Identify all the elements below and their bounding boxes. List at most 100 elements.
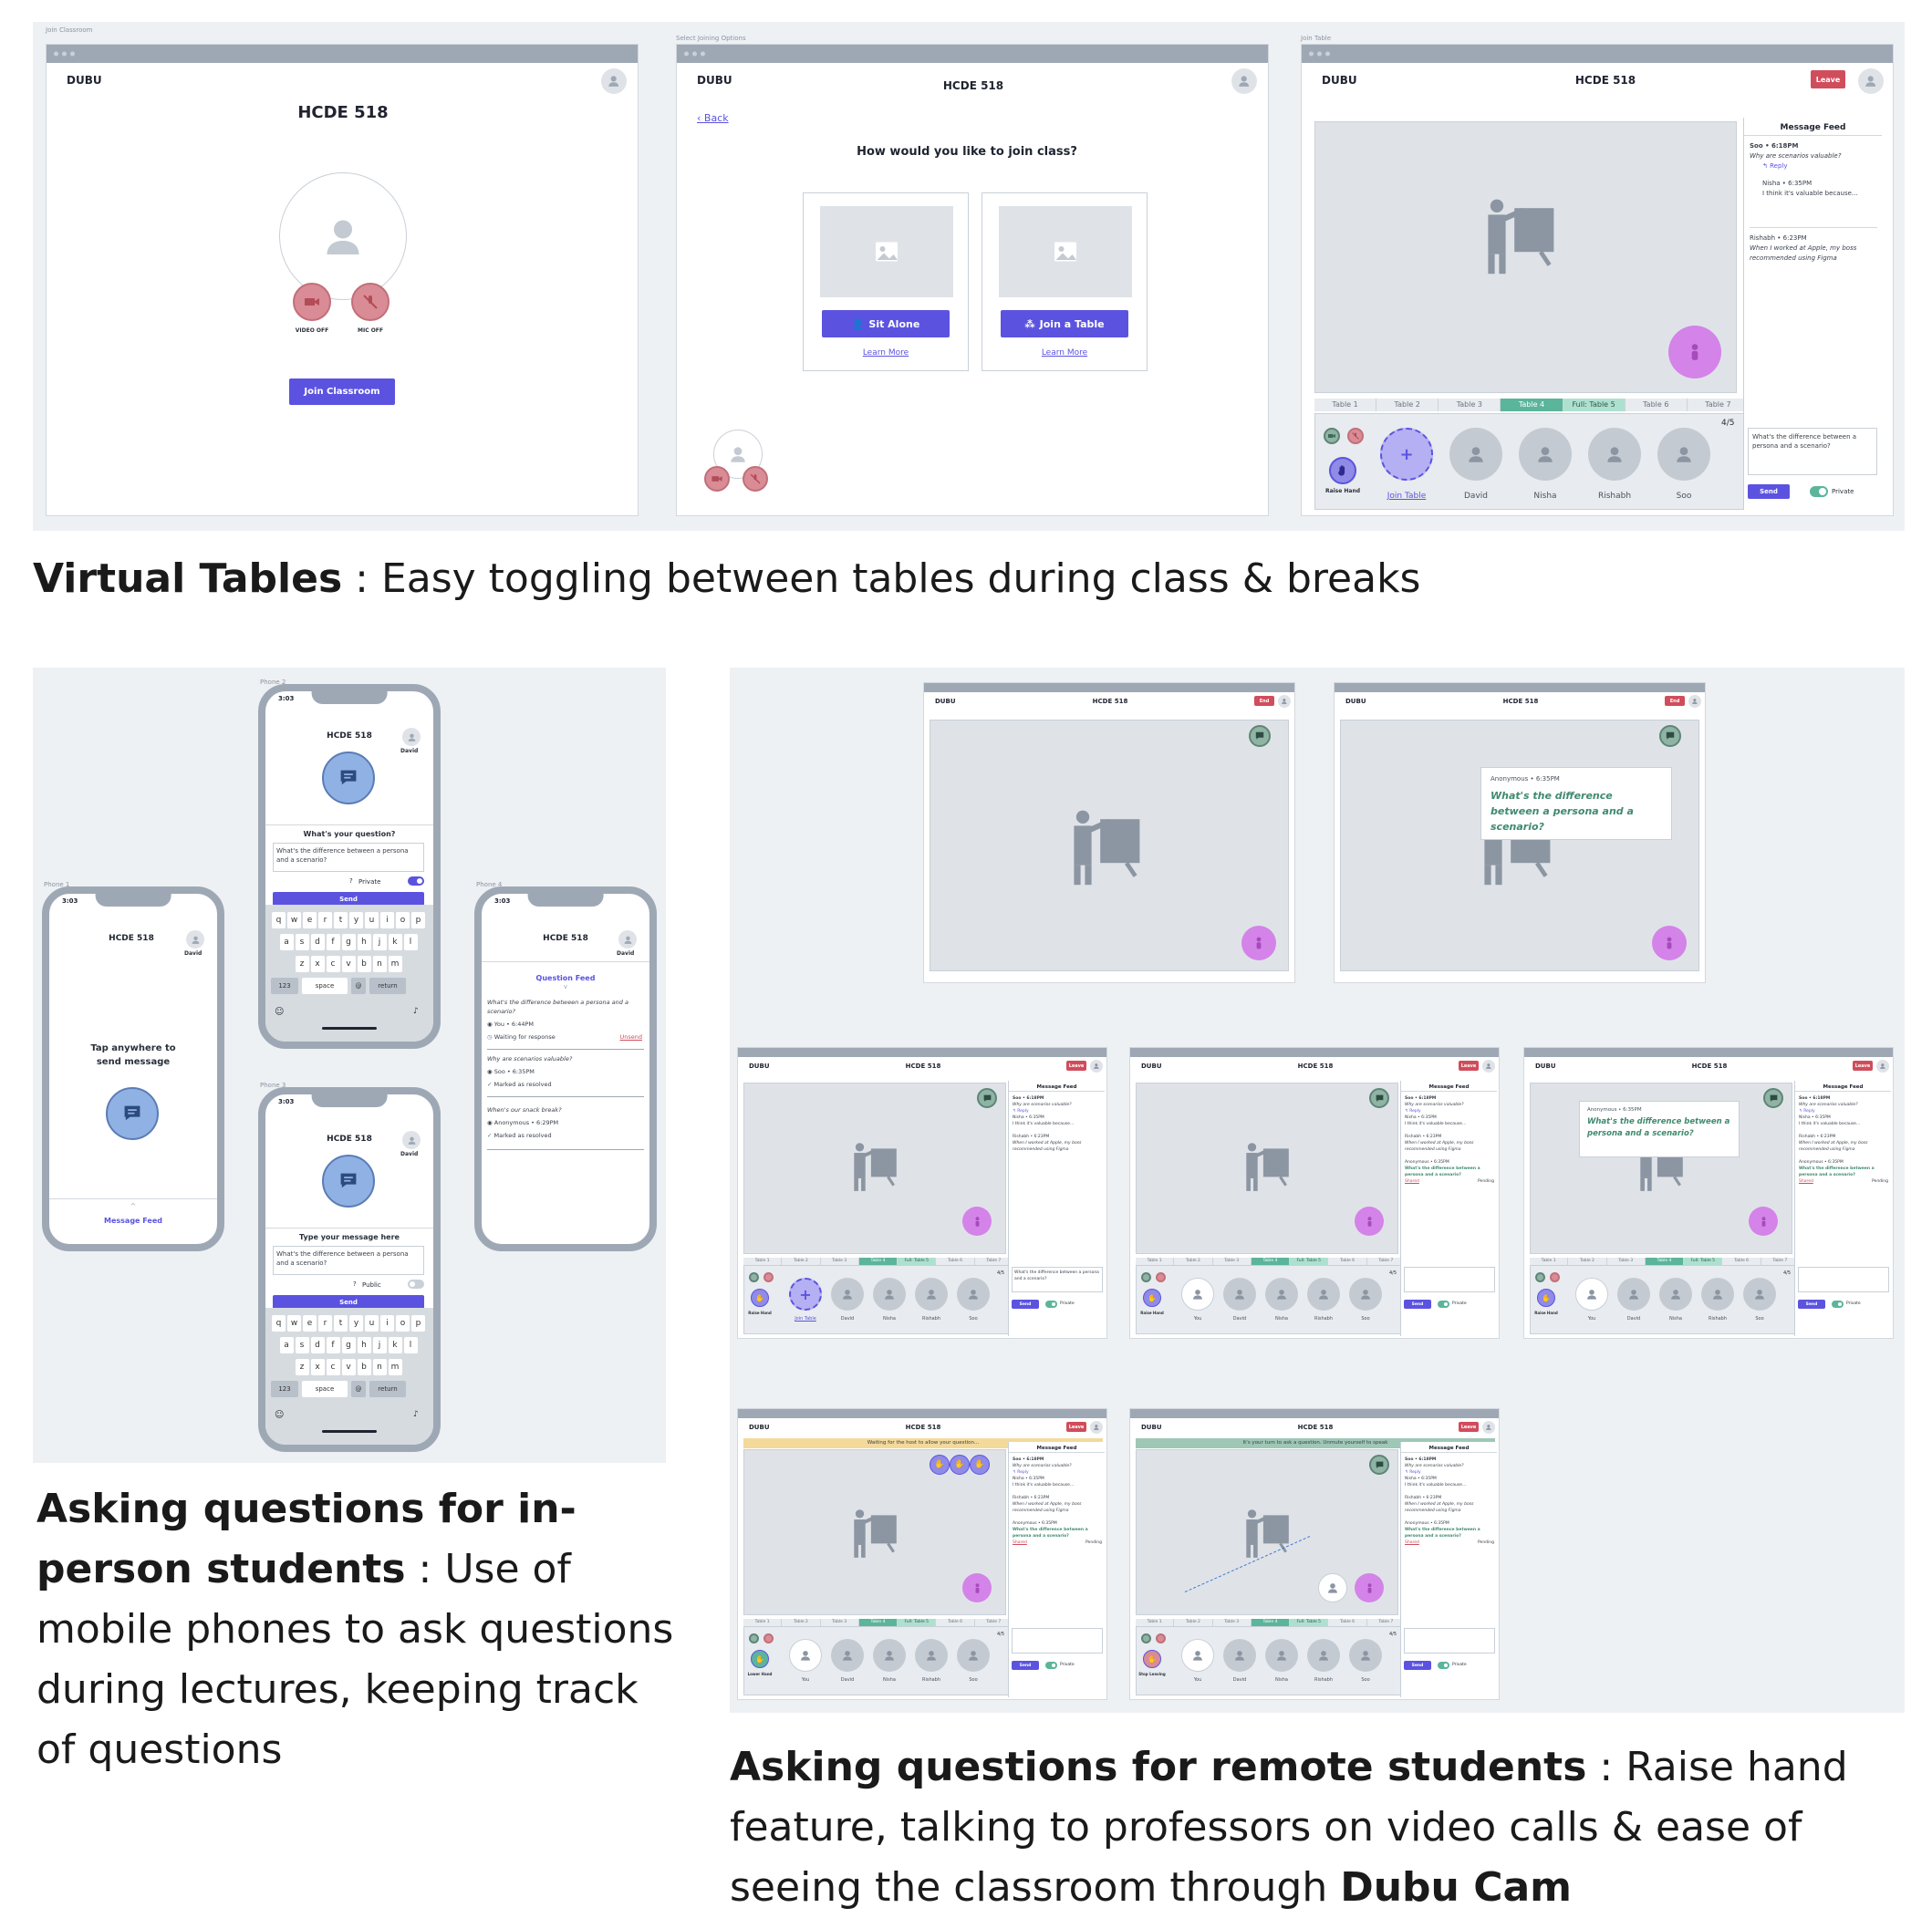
chevron-up-icon[interactable]: ^ <box>130 1202 137 1210</box>
key-n[interactable]: n <box>372 1359 387 1375</box>
key-j[interactable]: j <box>372 1337 387 1353</box>
key-s[interactable]: s <box>295 1337 309 1353</box>
tab-3[interactable]: Table 3 <box>1213 1619 1252 1626</box>
tab-table-1[interactable]: Table 1 <box>1314 399 1377 411</box>
dubu-cam-button[interactable] <box>1652 926 1687 960</box>
key-v[interactable]: v <box>341 956 356 972</box>
dubu-cam-button[interactable] <box>1668 326 1721 378</box>
seat-you[interactable] <box>1575 1278 1608 1311</box>
key-e[interactable]: e <box>303 1315 317 1332</box>
raise-hand-button[interactable]: ✋ <box>751 1289 769 1307</box>
mic-off-button[interactable] <box>743 466 768 492</box>
key-z[interactable]: z <box>295 1359 309 1375</box>
private-toggle[interactable] <box>1832 1301 1844 1308</box>
private-toggle[interactable] <box>1045 1662 1057 1669</box>
message-button[interactable] <box>322 752 375 804</box>
raise-hand-button[interactable]: ✋ <box>1537 1289 1555 1307</box>
mic-toggle[interactable] <box>1156 1272 1166 1282</box>
key-t[interactable]: t <box>334 912 348 928</box>
camera-toggle[interactable] <box>1324 428 1340 444</box>
message-input[interactable]: What's the difference between a persona … <box>1748 428 1877 475</box>
key-p[interactable]: p <box>411 912 425 928</box>
key-f[interactable]: f <box>326 1337 340 1353</box>
key-q[interactable]: q <box>272 1315 286 1332</box>
tab-4[interactable]: Table 4 <box>858 1619 898 1626</box>
private-toggle[interactable] <box>408 876 424 886</box>
key-t[interactable]: t <box>334 1315 348 1332</box>
profile-icon[interactable] <box>1090 1421 1103 1434</box>
tab-5[interactable]: Full: Table 5 <box>898 1619 937 1626</box>
send-button[interactable]: Send <box>1404 1300 1431 1309</box>
unsend-link[interactable]: Unsend <box>619 1033 642 1041</box>
key-w[interactable]: w <box>287 912 301 928</box>
key-y[interactable]: y <box>349 1315 363 1332</box>
seat-label[interactable]: You <box>1193 1316 1202 1322</box>
tab-1[interactable]: Table 1 <box>743 1619 783 1626</box>
seat-label[interactable]: You <box>1587 1316 1596 1322</box>
chevron-down-icon[interactable]: v <box>563 983 568 990</box>
emoji-icon[interactable]: ☺ <box>275 1410 285 1420</box>
tab-6[interactable]: Table 6 <box>1328 1619 1367 1626</box>
mic-toggle[interactable] <box>1156 1633 1166 1643</box>
key-s[interactable]: s <box>295 934 309 950</box>
tab-2[interactable]: Table 2 <box>1174 1258 1213 1265</box>
key-h[interactable]: h <box>357 934 371 950</box>
dubu-cam-button[interactable] <box>962 1573 992 1602</box>
profile-icon[interactable] <box>1482 1060 1495 1073</box>
profile-icon[interactable] <box>402 728 421 746</box>
camera-toggle[interactable] <box>1141 1272 1151 1282</box>
tab-6[interactable]: Table 6 <box>1722 1258 1761 1265</box>
send-button[interactable]: Send <box>273 892 424 907</box>
leave-button[interactable]: Leave <box>1853 1061 1873 1071</box>
key-z[interactable]: z <box>295 956 309 972</box>
at-key[interactable]: @ <box>351 978 366 994</box>
key-w[interactable]: w <box>287 1315 301 1332</box>
seat-label[interactable]: You <box>801 1677 810 1683</box>
key-d[interactable]: d <box>310 1337 325 1353</box>
key-e[interactable]: e <box>303 912 317 928</box>
chat-button[interactable] <box>1249 725 1271 747</box>
chat-button[interactable] <box>1659 725 1681 747</box>
tab-6[interactable]: Table 6 <box>1328 1258 1367 1265</box>
emoji-icon[interactable]: ☺ <box>275 1007 285 1017</box>
private-toggle[interactable] <box>1438 1662 1449 1669</box>
key-q[interactable]: q <box>272 912 286 928</box>
tab-4[interactable]: Table 4 <box>1645 1258 1685 1265</box>
seat-you[interactable] <box>1181 1278 1214 1311</box>
tab-1[interactable]: Table 1 <box>1530 1258 1569 1265</box>
join-classroom-button[interactable]: Join Classroom <box>289 378 395 405</box>
key-l[interactable]: l <box>403 1337 418 1353</box>
dubu-cam-button[interactable] <box>962 1207 992 1236</box>
key-u[interactable]: u <box>365 912 379 928</box>
mic-toggle[interactable] <box>1550 1272 1560 1282</box>
question-input[interactable]: What's the difference between a persona … <box>273 843 424 872</box>
join-table-seat[interactable]: + <box>1380 428 1433 481</box>
send-button[interactable]: Send <box>1748 484 1790 499</box>
leave-button[interactable]: Leave <box>1066 1061 1086 1071</box>
tab-4[interactable]: Table 4 <box>1251 1619 1291 1626</box>
message-button[interactable] <box>106 1087 159 1140</box>
tab-table-2[interactable]: Table 2 <box>1376 399 1439 411</box>
tab-table-7[interactable]: Table 7 <box>1688 399 1750 411</box>
tab-1[interactable]: Table 1 <box>743 1258 783 1265</box>
phone-tap[interactable]: 3:03 HCDE 518 David Tap anywhere to send… <box>42 886 224 1251</box>
key-o[interactable]: o <box>396 1315 410 1332</box>
space-key[interactable]: space <box>302 978 348 994</box>
camera-toggle[interactable] <box>1141 1633 1151 1643</box>
video-off-button[interactable] <box>704 466 730 492</box>
end-button[interactable]: End <box>1665 696 1685 706</box>
private-toggle[interactable] <box>1810 486 1828 497</box>
key-o[interactable]: o <box>396 912 410 928</box>
tab-1[interactable]: Table 1 <box>1136 1258 1175 1265</box>
key-c[interactable]: c <box>326 1359 340 1375</box>
dubu-cam-button[interactable] <box>1355 1207 1384 1236</box>
key-j[interactable]: j <box>372 934 387 950</box>
profile-icon[interactable] <box>1482 1421 1495 1434</box>
key-h[interactable]: h <box>357 1337 371 1353</box>
tab-5[interactable]: Full: Table 5 <box>1290 1258 1329 1265</box>
key-x[interactable]: x <box>310 1359 325 1375</box>
key-u[interactable]: u <box>365 1315 379 1332</box>
tab-3[interactable]: Table 3 <box>821 1258 859 1265</box>
leave-button[interactable]: Leave <box>1066 1422 1086 1432</box>
mic-toggle[interactable] <box>763 1272 774 1282</box>
